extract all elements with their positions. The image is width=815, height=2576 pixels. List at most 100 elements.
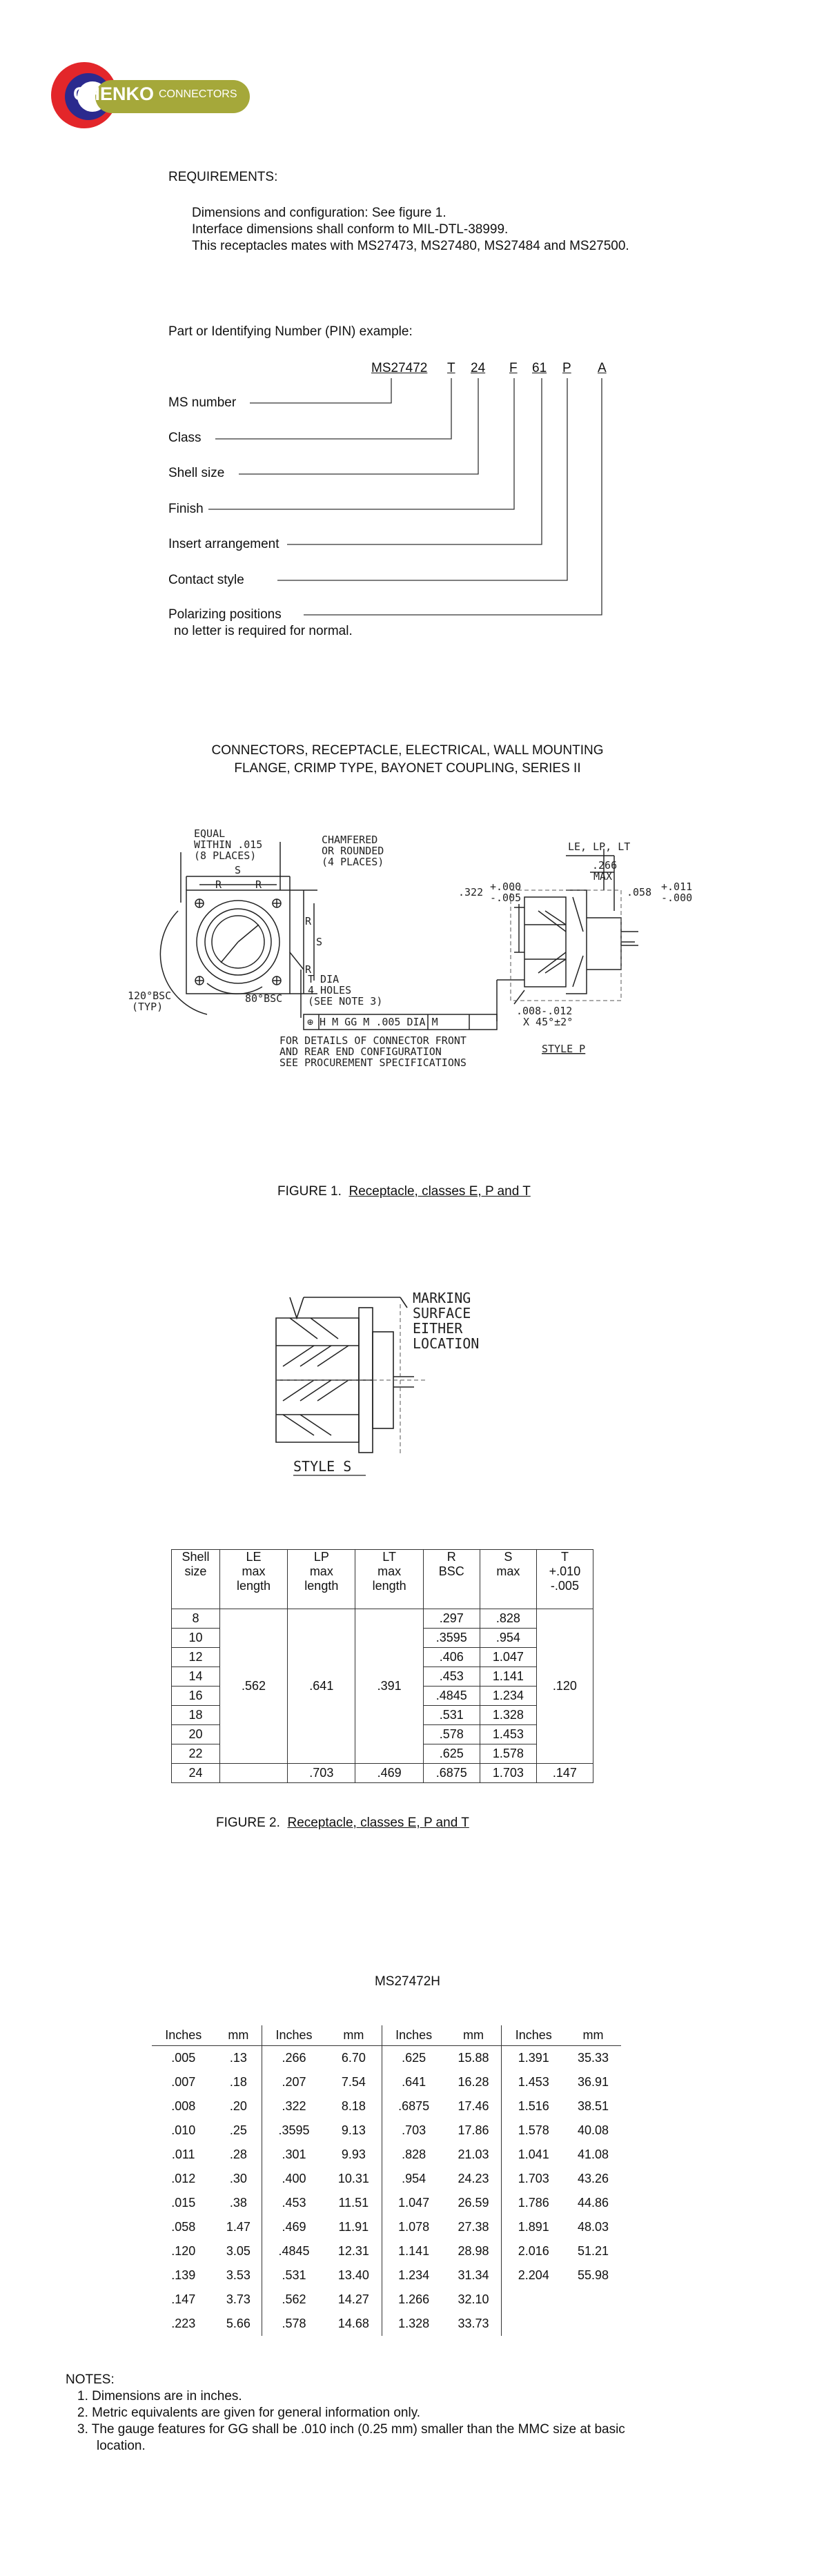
fig1-angle: X 45°±2° [523, 1016, 573, 1028]
fig1-style-p: STYLE P [542, 1043, 585, 1055]
cell-s: 1.141 [479, 1666, 537, 1687]
cell-mm: 31.34 [445, 2263, 502, 2288]
cell-mm: 11.51 [325, 2191, 382, 2215]
cell-mm: 3.53 [215, 2263, 263, 2288]
cell-inches: .008 [171, 2099, 196, 2113]
note-3-continued: location. [97, 2439, 146, 2453]
pin-code-class: T [447, 361, 455, 375]
cell-inches: .147 [171, 2292, 196, 2306]
cell-inches: 1.041 [518, 2147, 549, 2161]
cell-inches: 1.328 [398, 2317, 430, 2330]
figure1-caption: FIGURE 1. Receptacle, classes E, P and T [277, 1183, 531, 1200]
pin-code-contact: P [562, 361, 571, 375]
cell-inches: .015 [171, 2196, 196, 2210]
pin-label-contact: Contact style [168, 573, 244, 587]
fig1-s-top: S [235, 864, 241, 876]
figure1-drawing: EQUAL WITHIN .015 (8 PLACES) CHAMFERED O… [128, 827, 692, 1069]
pin-label-ms-number: MS number [168, 395, 237, 410]
marking-line-4: LOCATION [413, 1335, 479, 1352]
marking-line-2: SURFACE [413, 1305, 471, 1321]
fig1-details-3: SEE PROCUREMENT SPECIFICATIONS [279, 1056, 467, 1069]
cell-mm: 44.86 [578, 2196, 609, 2210]
cell-mm: 5.66 [215, 2312, 263, 2336]
cell-mm: 36.91 [578, 2075, 609, 2089]
cell-mm: .25 [215, 2118, 263, 2143]
notes-heading: NOTES: [66, 2372, 115, 2387]
fig1-m000: -.000 [661, 892, 692, 904]
cell-lp: .641 [287, 1609, 356, 1764]
fig1-r-right: R [255, 878, 262, 891]
cell-mm: 28.98 [445, 2239, 502, 2263]
cell-inches: .012 [171, 2172, 196, 2185]
connector-title-line-2: FLANGE, CRIMP TYPE, BAYONET COUPLING, SE… [234, 761, 581, 776]
cell-shell: 8 [171, 1609, 220, 1629]
cell-s: .828 [479, 1609, 537, 1629]
cell-inches: 2.016 [518, 2244, 549, 2258]
fig1-d058: .058 [627, 886, 651, 898]
logo-brand: CHENKO [73, 83, 155, 104]
cell-mm: 51.21 [578, 2244, 609, 2258]
cell-le-empty [219, 1763, 288, 1783]
fig1-r-lower: R [305, 963, 312, 976]
col-t: T+.010-.005 [536, 1549, 594, 1609]
cell-mm: 11.91 [325, 2215, 382, 2239]
fig1-lelplt: LE, LP, LT [568, 840, 630, 853]
cell-inches: .005 [171, 2051, 196, 2065]
cell-mm: 1.47 [215, 2215, 263, 2239]
cell-mm: .30 [215, 2167, 263, 2191]
fig1-details-1: FOR DETAILS OF CONNECTOR FRONT [279, 1034, 467, 1047]
marking-line-1: MARKING [413, 1290, 471, 1306]
head-inches: Inches [501, 2025, 566, 2046]
cell-inches: .010 [171, 2123, 196, 2137]
fig1-fcf: ⊕ H M GG M .005 DIA M [307, 1016, 438, 1028]
cell-le: .562 [219, 1609, 288, 1764]
cell-shell: 14 [171, 1666, 220, 1687]
cell-mm: 41.08 [578, 2147, 609, 2161]
cell-mm: 38.51 [578, 2099, 609, 2113]
head-mm: mm [445, 2025, 502, 2046]
cell-inches [502, 2312, 565, 2336]
cell-mm: 48.03 [578, 2220, 609, 2234]
pin-code-shell: 24 [471, 361, 486, 375]
cell-inches: 1.891 [518, 2220, 549, 2234]
note-3: 3. The gauge features for GG shall be .0… [77, 2422, 625, 2437]
fig1-chamf: .008-.012 [516, 1005, 572, 1017]
cell-shell: 22 [171, 1744, 220, 1764]
cell-inches: .578 [282, 2317, 306, 2330]
cell-inches: 1.078 [398, 2220, 430, 2234]
pin-label-class: Class [168, 431, 202, 445]
cell-r: .625 [422, 1744, 480, 1764]
fig1-s-side: S [316, 936, 322, 948]
cell-inches: 1.391 [518, 2051, 549, 2065]
table-row: 24 .703 .469 .6875 1.703 .147 [171, 1763, 594, 1783]
cell-inches: .4845 [278, 2244, 310, 2258]
cell-inches: .531 [282, 2268, 306, 2282]
cell-mm: 21.03 [445, 2143, 502, 2167]
cell-mm: .13 [215, 2045, 263, 2070]
cell-mm: 15.88 [445, 2045, 502, 2070]
cell-mm: 35.33 [578, 2051, 609, 2065]
head-mm: mm [565, 2025, 621, 2046]
cell-s: 1.578 [479, 1744, 537, 1764]
cell-inches: 1.141 [398, 2244, 430, 2258]
fig1-tdia: T DIA [308, 973, 339, 985]
cell-inches: .139 [171, 2268, 196, 2282]
connector-title-line-1: CONNECTORS, RECEPTACLE, ELECTRICAL, WALL… [211, 743, 604, 758]
table-row: 8 .562 .641 .391 .297 .828 .120 [171, 1609, 594, 1764]
cell-mm [565, 2312, 621, 2336]
note-1: 1. Dimensions are in inches. [77, 2389, 242, 2403]
logo-mark [51, 62, 250, 128]
cell-mm: .18 [215, 2070, 263, 2094]
cell-r: .406 [422, 1647, 480, 1667]
pin-code-polarizing: A [598, 361, 607, 375]
